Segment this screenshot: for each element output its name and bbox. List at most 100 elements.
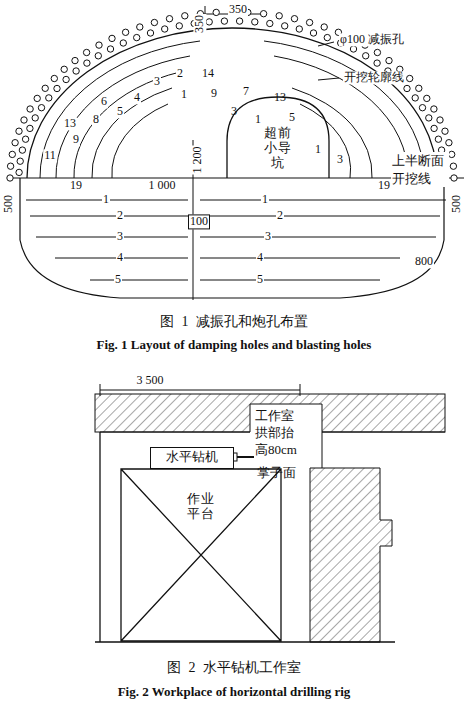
dimension-label: 9	[72, 133, 80, 146]
damping-hole	[16, 169, 22, 175]
dimension-label: 5	[288, 111, 296, 124]
work-platform: 作业平台	[120, 468, 282, 642]
figure-caption: 图 1 减振孔和炮孔布置	[159, 314, 309, 329]
drill-box: 水平钻机	[150, 447, 234, 469]
damping-hole	[419, 105, 425, 111]
damping-hole	[72, 57, 78, 63]
damping-hole	[17, 158, 23, 164]
dimension-label: 2	[116, 209, 124, 222]
damping-hole	[437, 117, 443, 123]
damping-hole	[109, 35, 115, 41]
damping-hole	[16, 128, 22, 134]
damping-hole	[63, 76, 69, 82]
damping-hole	[404, 85, 410, 91]
damping-hole	[252, 19, 258, 25]
dimension-label: 3 500	[136, 374, 165, 387]
damping-hole	[374, 60, 380, 66]
damping-hole	[446, 140, 452, 146]
damping-hole	[134, 34, 140, 40]
figure-caption: Fig. 2 Workplace of horizontal drilling …	[117, 685, 352, 699]
damping-hole	[260, 11, 266, 17]
damping-hole	[9, 151, 15, 157]
damping-hole	[38, 105, 44, 111]
damping-hole	[374, 49, 380, 55]
dimension-label: 14	[201, 67, 215, 80]
damping-hole	[310, 30, 316, 36]
damping-hole	[276, 13, 282, 19]
damping-hole	[7, 163, 13, 169]
damping-hole	[73, 68, 79, 74]
damping-hole	[213, 9, 219, 15]
dimension-label: 2	[176, 67, 184, 80]
damping-hole	[412, 95, 418, 101]
damping-hole	[416, 85, 422, 91]
dimension-label: 350	[228, 3, 248, 16]
damping-hole	[182, 13, 188, 19]
figure-caption: Fig. 1 Layout of damping holes and blast…	[96, 338, 373, 352]
damping-hole	[424, 95, 430, 101]
node-label: 超前小导坑	[258, 126, 298, 171]
dimension-label: 1	[102, 193, 110, 206]
damping-hole	[306, 19, 312, 25]
damping-hole	[122, 29, 128, 35]
damping-hole	[96, 42, 102, 48]
dimension-label: 6	[100, 95, 108, 108]
damping-hole	[166, 16, 172, 22]
damping-hole	[426, 115, 432, 121]
damping-hole	[442, 128, 448, 134]
damping-hole	[206, 19, 212, 25]
dimension-label: 800	[414, 255, 434, 268]
damping-hole	[54, 85, 60, 91]
damping-hole	[407, 75, 413, 81]
damping-hole	[7, 175, 13, 181]
damping-hole	[321, 24, 327, 30]
dimension-label: 5	[114, 273, 122, 286]
damping-hole	[21, 117, 27, 123]
dimension-label: 11	[43, 149, 57, 162]
damping-hole	[296, 26, 302, 32]
damping-hole	[51, 75, 57, 81]
damping-hole	[32, 115, 38, 121]
dimension-label: 1	[314, 143, 322, 156]
dimension-label: 1	[261, 193, 269, 206]
dimension-label: 350	[193, 14, 206, 34]
damping-hole	[386, 57, 392, 63]
damping-hole	[282, 23, 288, 29]
dimension-label: 1 200	[191, 146, 204, 175]
node-label: 作业平台	[187, 492, 216, 522]
dimension-label: 工作室拱部抬高80cm	[254, 408, 306, 459]
dimension-label: 1 000	[148, 179, 177, 192]
damping-hole	[449, 151, 455, 157]
damping-hole	[431, 106, 437, 112]
pilot-tunnel: 超前小导坑	[226, 96, 330, 178]
damping-hole	[350, 46, 356, 52]
figure-caption: 图 2 水平钻机工作室	[166, 660, 302, 675]
damping-hole	[221, 18, 227, 24]
dimension-label: φ100 减振孔	[339, 33, 405, 46]
dimension-label: 19	[69, 179, 83, 192]
damping-hole	[267, 20, 273, 26]
dimension-label: 2	[276, 209, 284, 222]
damping-hole	[120, 40, 126, 46]
damping-hole	[147, 30, 153, 36]
damping-hole	[291, 16, 297, 22]
damping-hole	[435, 136, 441, 142]
damping-hole	[27, 106, 33, 112]
dimension-label: 13	[63, 117, 77, 130]
node-label: 水平钻机	[151, 448, 233, 465]
damping-hole	[363, 53, 369, 59]
dimension-label: 9	[210, 87, 218, 100]
damping-hole	[137, 24, 143, 30]
damping-hole	[324, 34, 330, 40]
dimension-label: 4	[256, 251, 264, 264]
dimension-label: 上半断面开挖线	[391, 152, 449, 187]
damping-hole	[61, 66, 67, 72]
damping-hole	[151, 19, 157, 25]
damping-hole	[12, 140, 18, 146]
damping-hole	[84, 60, 90, 66]
damping-hole	[162, 26, 168, 32]
damping-hole	[83, 49, 89, 55]
dimension-label: 5	[256, 273, 264, 286]
damping-hole	[34, 95, 40, 101]
dimension-label: 1	[254, 113, 262, 126]
